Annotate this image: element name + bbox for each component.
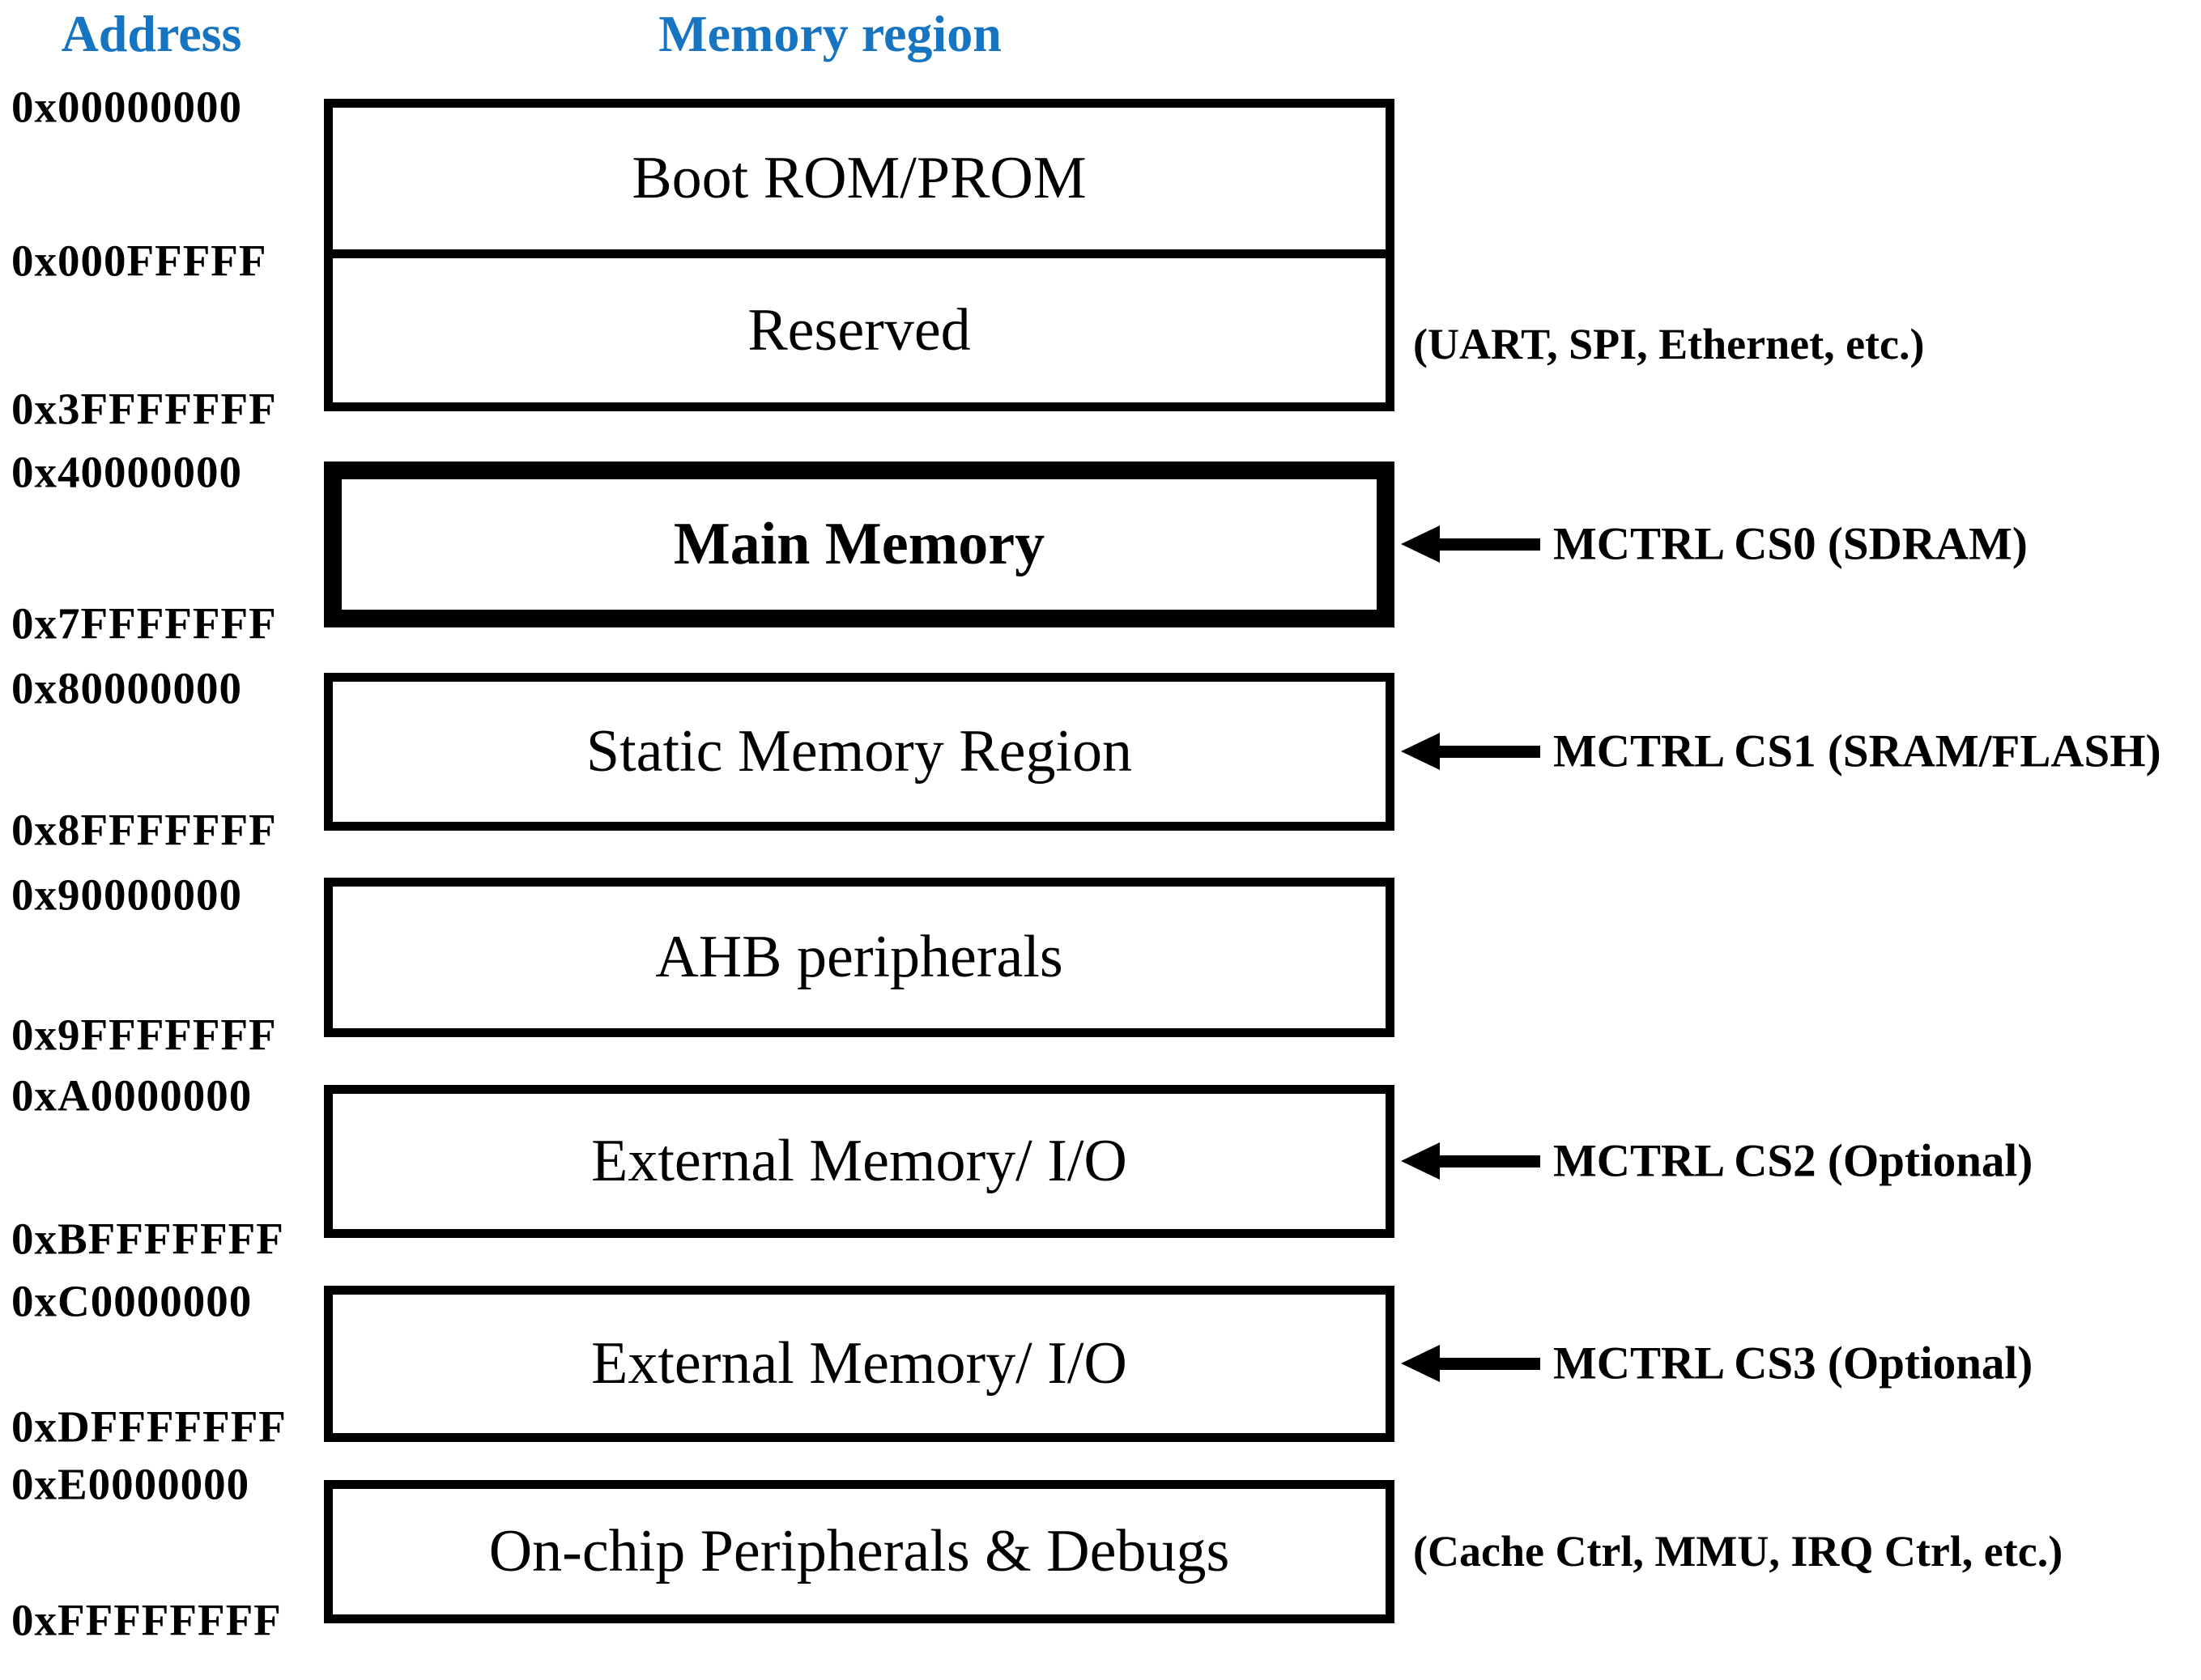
address-column-header: Address — [61, 5, 242, 62]
region-box-onchip-peripherals: On-chip Peripherals & Debugs — [324, 1480, 1394, 1623]
region-compartment-boot: Boot ROM/PROM — [333, 108, 1386, 258]
region-box-ahb-peripherals: AHB peripherals — [324, 878, 1394, 1037]
left-arrow-icon — [1401, 1142, 1540, 1180]
annotation-mctrl-cs3: MCTRL CS3 (Optional) — [1553, 1338, 2033, 1389]
address-label: 0x000FFFFF — [11, 236, 267, 286]
region-column-header: Memory region — [658, 5, 1002, 62]
region-label-external-memory: External Memory/ I/O — [591, 1128, 1127, 1194]
region-box-static-memory: Static Memory Region — [324, 673, 1394, 831]
address-label: 0x80000000 — [11, 663, 242, 713]
left-arrow-icon — [1401, 1345, 1540, 1382]
address-label: 0x90000000 — [11, 870, 242, 920]
address-label: 0x9FFFFFFF — [11, 1010, 277, 1060]
address-label: 0xC0000000 — [11, 1276, 253, 1326]
address-label: 0xA0000000 — [11, 1070, 253, 1121]
region-label-main-memory: Main Memory — [673, 511, 1045, 577]
address-label: 0x40000000 — [11, 447, 242, 497]
left-arrow-icon — [1401, 525, 1540, 563]
address-label: 0x00000000 — [11, 82, 242, 132]
annotation-mctrl-cs1: MCTRL CS1 (SRAM/FLASH) — [1553, 725, 2161, 777]
region-compartment-reserved: Reserved — [333, 258, 1386, 402]
address-label: 0xFFFFFFFF — [11, 1595, 282, 1645]
address-label: 0xBFFFFFFF — [11, 1214, 284, 1264]
region-label-external-memory: External Memory/ I/O — [591, 1330, 1127, 1397]
annotation-mctrl-cs0: MCTRL CS0 (SDRAM) — [1553, 518, 2028, 570]
region-box-boot-reserved: Boot ROM/PROM Reserved — [324, 99, 1394, 411]
region-label-reserved: Reserved — [747, 296, 971, 364]
arrow-shaft — [1440, 745, 1540, 758]
arrowhead — [1401, 733, 1440, 770]
region-box-main-memory: Main Memory — [324, 461, 1394, 627]
arrow-shaft — [1440, 1357, 1540, 1370]
region-label-onchip-peripherals: On-chip Peripherals & Debugs — [488, 1518, 1230, 1584]
region-label-static-memory: Static Memory Region — [585, 718, 1133, 785]
region-label-boot-rom-prom: Boot ROM/PROM — [632, 145, 1087, 211]
region-box-external-memory-cs3: External Memory/ I/O — [324, 1286, 1394, 1442]
left-arrow-icon — [1401, 733, 1540, 770]
annotation-mctrl-cs2: MCTRL CS2 (Optional) — [1553, 1135, 2033, 1187]
address-label: 0xE0000000 — [11, 1459, 250, 1509]
address-label: 0x8FFFFFFF — [11, 805, 277, 855]
arrowhead — [1401, 1345, 1440, 1382]
arrowhead — [1401, 1142, 1440, 1180]
address-label: 0x7FFFFFFF — [11, 598, 277, 649]
region-label-ahb-peripherals: AHB peripherals — [655, 924, 1063, 990]
address-label: 0xDFFFFFFF — [11, 1401, 287, 1452]
note-debug-examples: (Cache Ctrl, MMU, IRQ Ctrl, etc.) — [1413, 1527, 2063, 1576]
address-label: 0x3FFFFFFF — [11, 384, 277, 434]
arrow-shaft — [1440, 538, 1540, 551]
note-onchip-peripherals-examples: (UART, SPI, Ethernet, etc.) — [1413, 320, 1925, 368]
region-box-external-memory-cs2: External Memory/ I/O — [324, 1085, 1394, 1238]
arrow-shaft — [1440, 1155, 1540, 1167]
arrowhead — [1401, 525, 1440, 563]
